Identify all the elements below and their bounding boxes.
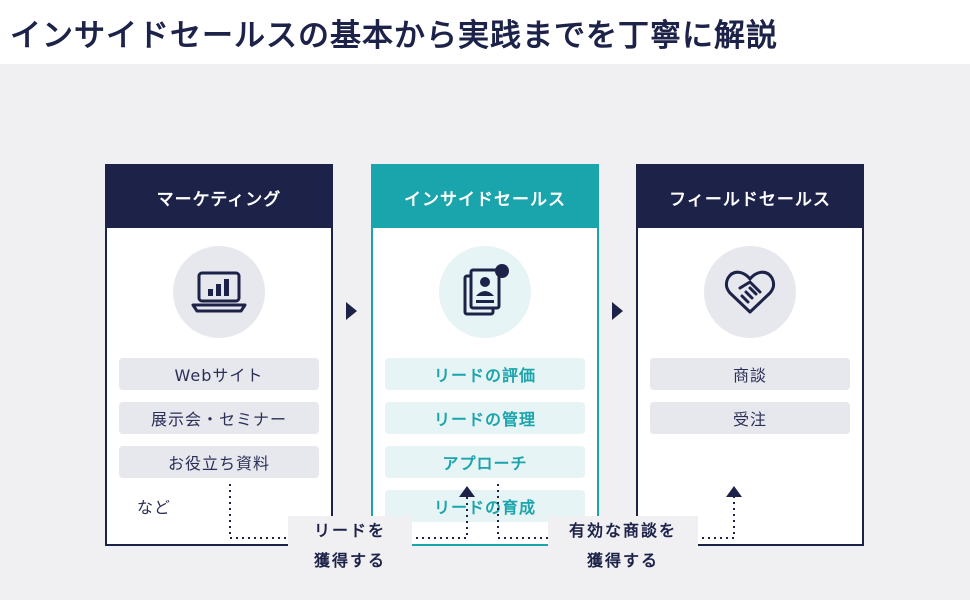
profile-document-icon: [439, 246, 531, 338]
arrow-up-icon: [459, 486, 475, 497]
list-item: 受注: [650, 402, 850, 434]
flow-caption-line: 有効な商談を: [548, 516, 698, 546]
laptop-chart-icon: [173, 246, 265, 338]
flow-caption-line: 獲得する: [586, 551, 659, 570]
flow-caption-line: リードを: [288, 516, 412, 546]
flow-connectors: [229, 484, 742, 539]
item-list: リードの評価 リードの管理 アプローチ リードの育成: [385, 358, 585, 534]
list-item: アプローチ: [385, 446, 585, 478]
list-item: お役立ち資料: [119, 446, 319, 478]
list-item: 商談: [650, 358, 850, 390]
column-heading: インサイドセールス: [373, 166, 597, 228]
handshake-icon: [704, 246, 796, 338]
list-item: リードの評価: [385, 358, 585, 390]
column-heading: フィールドセールス: [638, 166, 862, 228]
arrow-up-icon: [726, 486, 742, 497]
flow-caption-1: リードを 獲得する: [288, 516, 412, 576]
item-list: Webサイト 展示会・セミナー お役立ち資料 など: [119, 358, 319, 534]
flow-caption-line: 獲得する: [313, 551, 386, 570]
page-title: インサイドセールスの基本から実践までを丁寧に解説: [10, 17, 778, 54]
flow-connector-1: [229, 484, 468, 539]
flow-caption-2: 有効な商談を 獲得する: [548, 516, 698, 576]
column-heading: マーケティング: [107, 166, 331, 228]
flow-connector-2: [497, 484, 735, 539]
list-item: リードの管理: [385, 402, 585, 434]
arrow-right-icon: [612, 302, 623, 320]
list-item: Webサイト: [119, 358, 319, 390]
arrow-right-icon: [346, 302, 357, 320]
column-field-sales: フィールドセールス 商談 受注: [636, 164, 864, 546]
column-marketing: マーケティング Webサイト 展示会・セミナー お役立ち資料 など: [105, 164, 333, 546]
column-inside-sales: インサイドセールス リードの評価 リードの管理 アプローチ リードの育成: [371, 164, 599, 546]
diagram-canvas: マーケティング Webサイト 展示会・セミナー お役立ち資料 など インサイドセ…: [0, 64, 970, 600]
item-list: 商談 受注: [650, 358, 850, 446]
list-item: 展示会・セミナー: [119, 402, 319, 434]
list-note: など: [137, 498, 172, 517]
